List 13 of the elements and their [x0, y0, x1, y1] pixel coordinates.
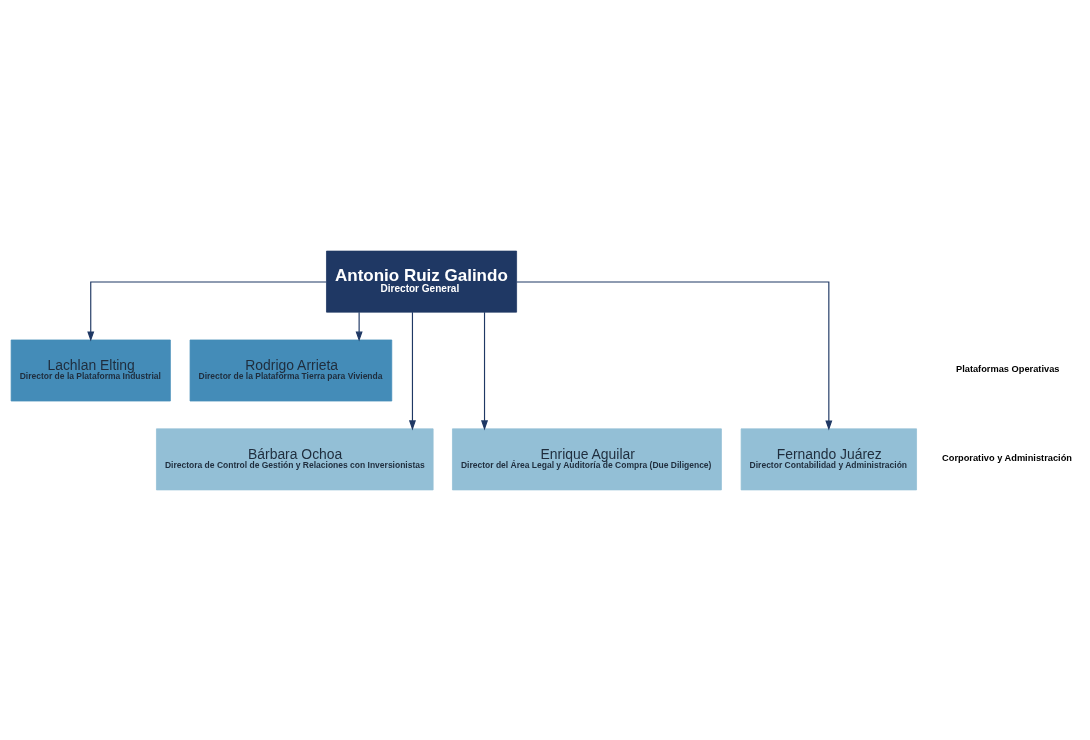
node-box: Antonio Ruiz Galindo Director General	[326, 250, 517, 313]
label: Corporativo y Administración	[942, 452, 1072, 463]
node-box: Fernando Juárez Director Contabilidad y Administración	[740, 427, 917, 490]
arrow	[481, 311, 489, 430]
node-box: Enrique Aguilar Director del Área Legal y Auditoría de Compra (Due Diligence)	[452, 427, 722, 490]
arrow	[408, 311, 416, 430]
arrow	[87, 280, 327, 342]
node-box: Bárbara Ochoa Directora de Control de Gestión y Relaciones con Inversionistas	[156, 427, 434, 490]
arrow	[355, 311, 363, 342]
node-box: Lachlan Elting Director de la Plataforma Industrial	[10, 339, 171, 401]
label: Plataformas Operativas	[955, 363, 1060, 374]
arrow	[516, 280, 833, 430]
node-box: Rodrigo Arrieta Director de la Plataforma Tierra para Vivienda	[189, 339, 393, 401]
